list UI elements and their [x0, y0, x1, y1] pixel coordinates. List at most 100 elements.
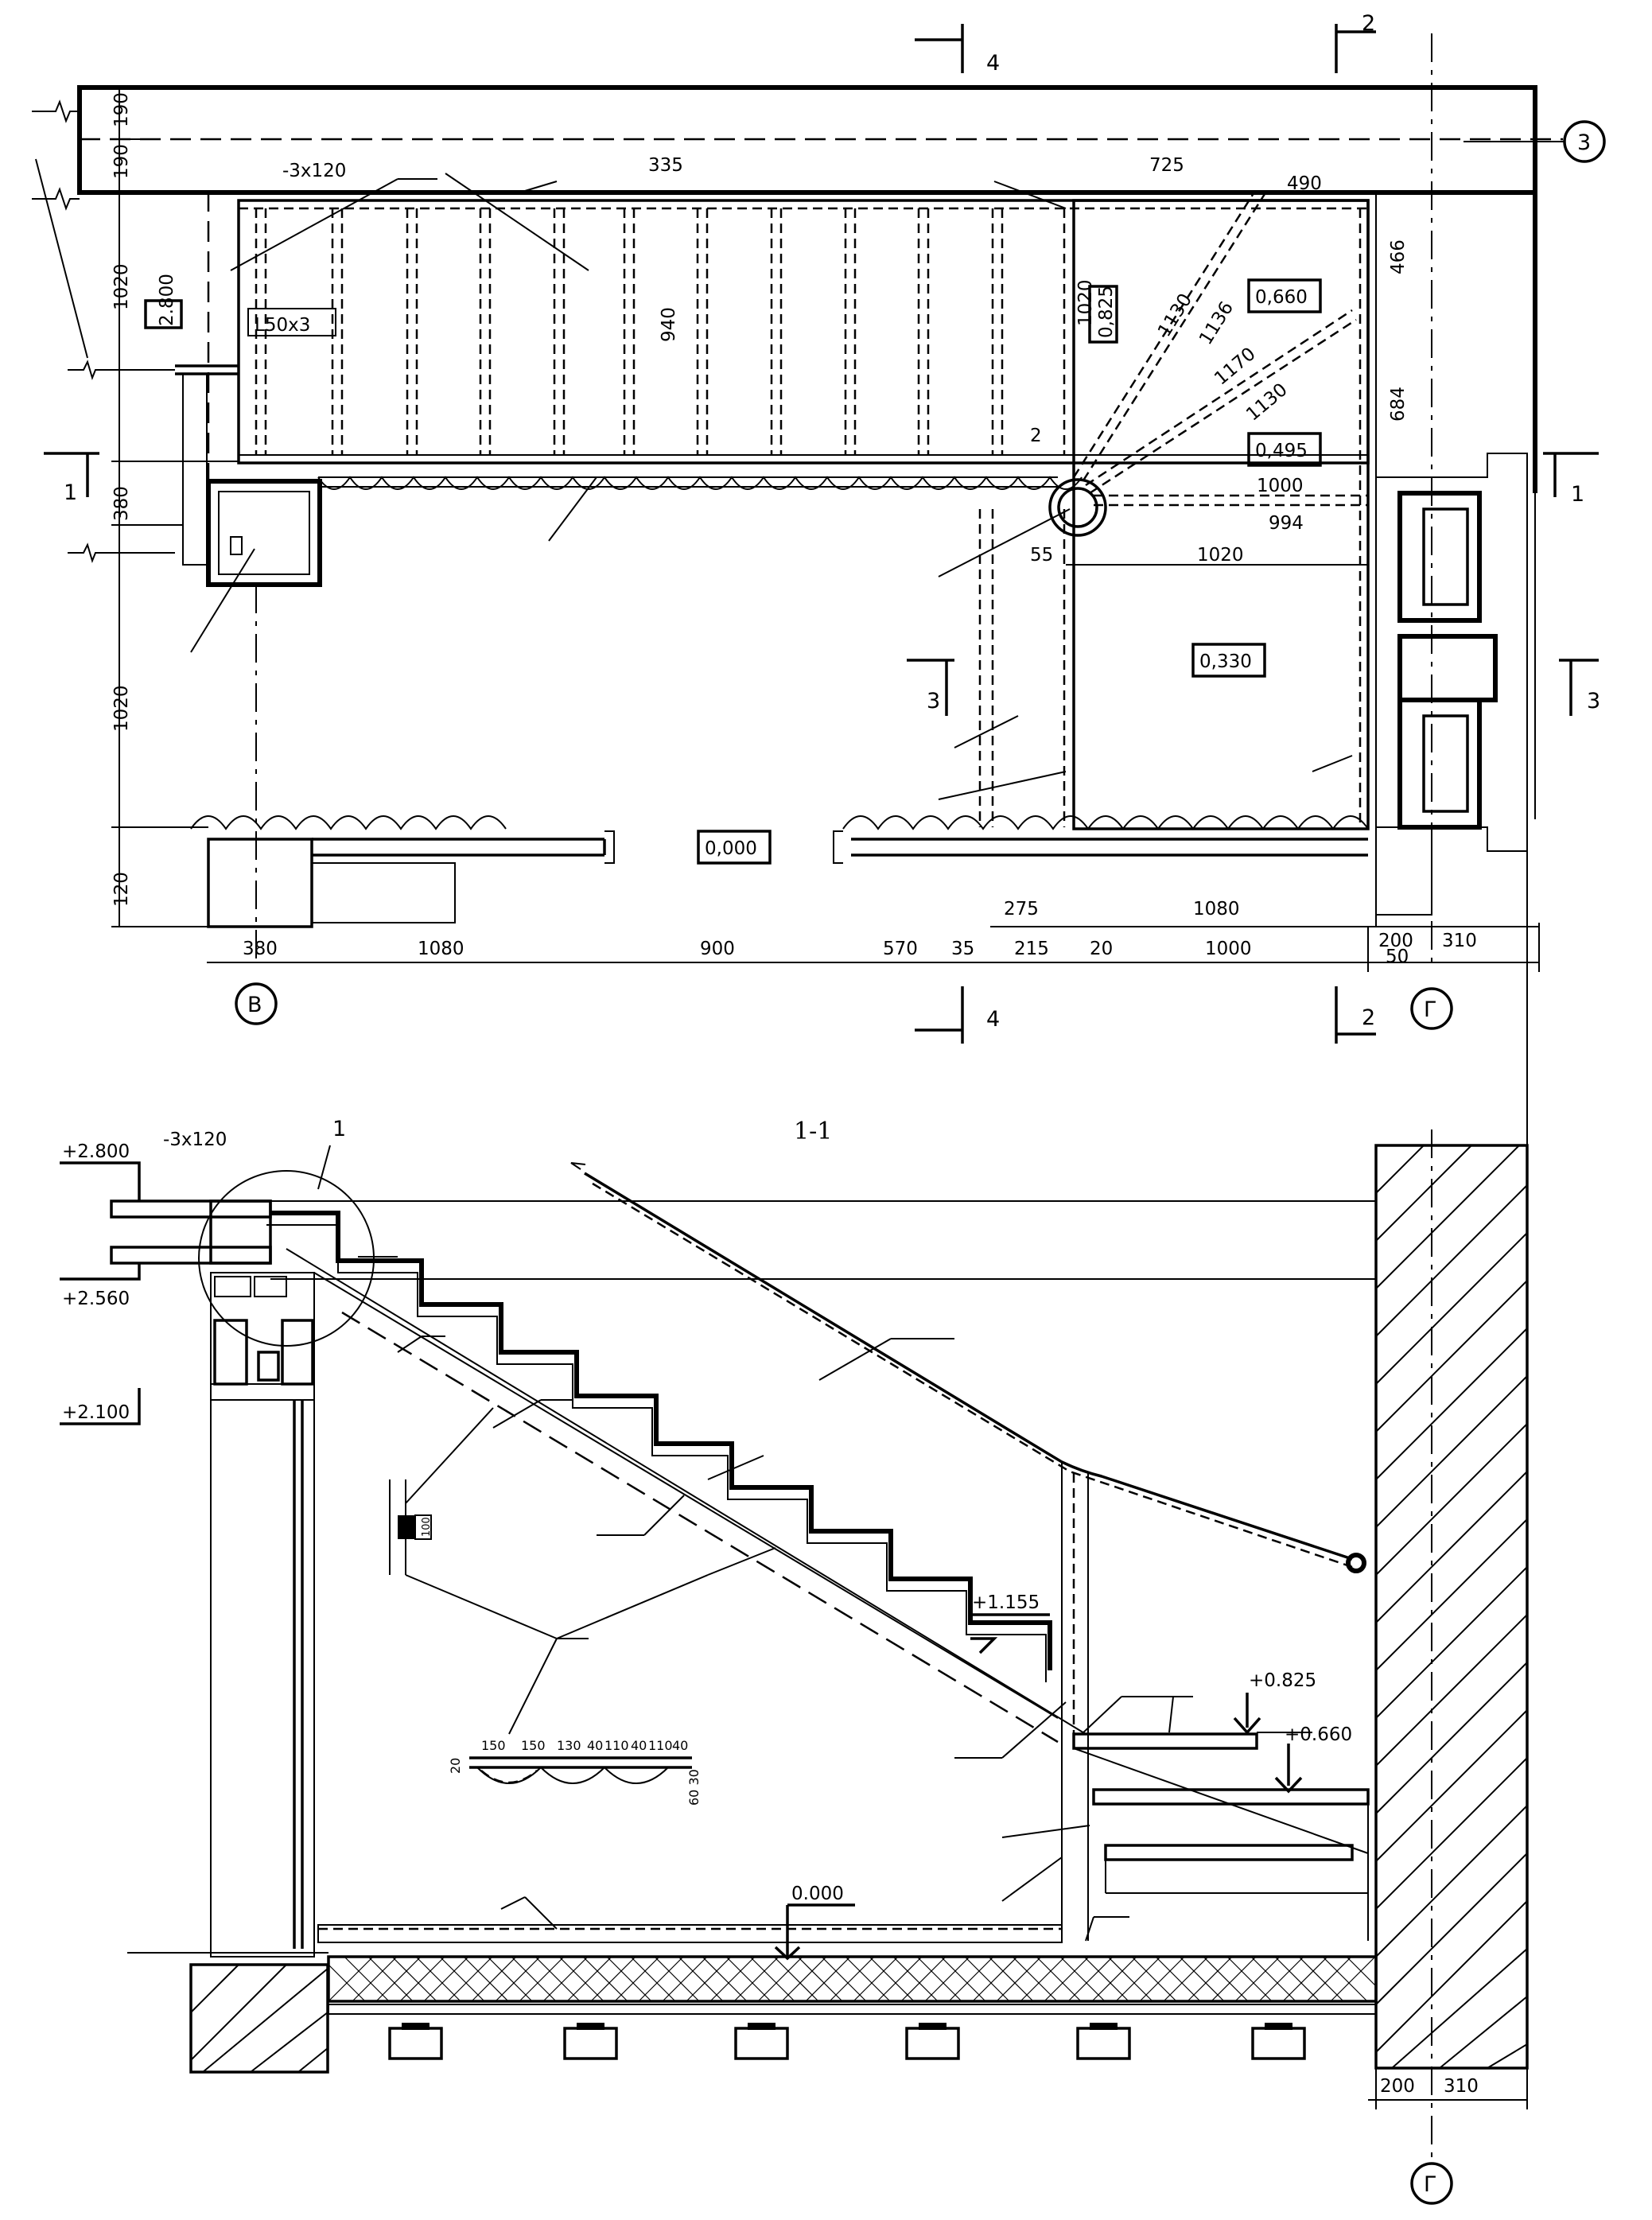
handrail-dash	[592, 1182, 1353, 1569]
level-box	[1088, 285, 1118, 344]
dim-lines-bottom	[207, 923, 1540, 972]
stringer-line	[313, 1272, 1059, 1719]
dim-bottom: 200	[1380, 2076, 1415, 2097]
axis-circle-g	[1410, 2162, 1453, 2205]
dim-winder: 1130	[1154, 290, 1196, 340]
dim-bottom: 380	[243, 939, 278, 959]
node-leader	[317, 1145, 331, 1190]
dim-top: 725	[1149, 155, 1184, 176]
detail-dim: 130	[557, 1738, 581, 1753]
detail-dim: 150	[521, 1738, 546, 1753]
section-marker-label: 2	[1362, 1005, 1375, 1030]
handrail	[584, 1172, 1353, 1561]
section-leaders	[358, 1256, 1312, 1942]
leader-lines	[190, 173, 1353, 800]
plate-label: -3х120	[163, 1129, 227, 1150]
dim-bottom: 570	[883, 939, 918, 959]
floor-crosshatch	[328, 1956, 1377, 2002]
dim-left: 1020	[111, 685, 132, 732]
level-box	[1191, 643, 1266, 678]
right-wall-section	[1374, 1144, 1529, 2070]
plan-view: 4 4 2 2 1 1 3 3 3 В Г 190 190 1020 380 1…	[32, 11, 1606, 1249]
section-markers	[44, 24, 1599, 1044]
dim-lines-left	[111, 87, 239, 927]
winder-tread	[1072, 1732, 1258, 1750]
stair-steps	[270, 1211, 1052, 1670]
section-marker-label: 1	[64, 480, 77, 505]
dim-left: 1020	[111, 263, 132, 310]
level-box	[1247, 432, 1322, 467]
dim-left: 380	[111, 486, 132, 521]
newel-post-inner	[1057, 487, 1098, 528]
dim-bottom: 50	[1386, 947, 1409, 967]
dim-bottom: 200	[1378, 931, 1413, 951]
dim-bottom: 1000	[1205, 939, 1252, 959]
lintel	[210, 1383, 315, 1401]
angle-label: L50x3	[255, 315, 310, 336]
newel-post	[1048, 478, 1107, 537]
section-marker-label: 3	[1587, 689, 1600, 713]
masonry-brick	[254, 1276, 287, 1297]
level-label: +1.155	[972, 1592, 1040, 1613]
detail-dim: 40	[587, 1738, 603, 1753]
dim-bottom: 310	[1442, 931, 1477, 951]
tread-lines	[255, 208, 1075, 455]
level-label: 0,330	[1199, 651, 1252, 672]
winder-lines	[1066, 190, 1368, 566]
dim-winder: 1000	[1257, 476, 1304, 496]
floor-finish	[317, 1924, 1063, 1943]
label-box	[247, 308, 336, 336]
masonry-brick	[214, 1276, 251, 1297]
dim-left: 190	[111, 144, 132, 179]
baluster-detail: 150 150 130 40 110 40 110 40 20 60 30	[448, 1738, 702, 1806]
section-title: 1-1	[794, 1118, 832, 1145]
bottom-niche	[311, 862, 456, 923]
beam	[209, 1199, 272, 1265]
right-wall-windows	[1375, 453, 1528, 1249]
dim-left: 120	[111, 872, 132, 907]
level-label: 0,660	[1255, 287, 1308, 308]
detail-dim: 60 30	[686, 1769, 702, 1806]
section-marker-label: 3	[927, 689, 940, 713]
section-marker-label: 1	[1571, 482, 1584, 507]
level-box	[144, 299, 183, 329]
dim-winder: 1020	[1197, 545, 1244, 566]
dim-bottom: 1080	[418, 939, 465, 959]
angle-profile	[182, 373, 208, 566]
dim-winder: 1136	[1195, 298, 1238, 348]
winder-tread	[1092, 1788, 1370, 1806]
floor-joists	[388, 2023, 1306, 2060]
column-detail	[230, 536, 243, 555]
detail-dim: 20	[448, 1758, 463, 1774]
dim-bottom: 310	[1444, 2076, 1479, 2097]
node-ref: 1	[332, 1117, 346, 1141]
axis-circle-3	[1563, 120, 1606, 163]
dim-bottom: 275	[1004, 899, 1039, 919]
dim-bottom: 35	[951, 939, 974, 959]
section-view: 1-1	[60, 1117, 1529, 2205]
detail-dim: 150	[481, 1738, 506, 1753]
dim-flight: 940	[659, 307, 679, 342]
level-box	[697, 830, 772, 865]
leader-line	[35, 158, 88, 359]
masonry-brick	[213, 1319, 248, 1386]
axis-label: 3	[1577, 130, 1591, 155]
break-line	[68, 360, 175, 381]
axis-circle-g	[1410, 987, 1453, 1030]
level-label: 0,825	[1096, 286, 1117, 338]
level-marks	[60, 1161, 1303, 1961]
dim-top: 490	[1287, 173, 1322, 194]
level-label: +2.560	[62, 1289, 130, 1309]
dim-bottom: 20	[1090, 939, 1113, 959]
dim-top: 335	[648, 155, 683, 176]
level-label: +2.800	[62, 1141, 130, 1162]
break-line	[32, 99, 80, 123]
masonry-block	[210, 1272, 315, 1385]
handrail-end	[1346, 1553, 1366, 1573]
dim-bottom: 1080	[1193, 899, 1240, 919]
axis-label: Г	[1424, 2172, 1436, 2197]
upper-slab	[110, 1199, 272, 1219]
masonry-brick	[257, 1351, 280, 1382]
level-label: 0.000	[791, 1884, 844, 1904]
detail-dim: 110	[604, 1738, 629, 1753]
